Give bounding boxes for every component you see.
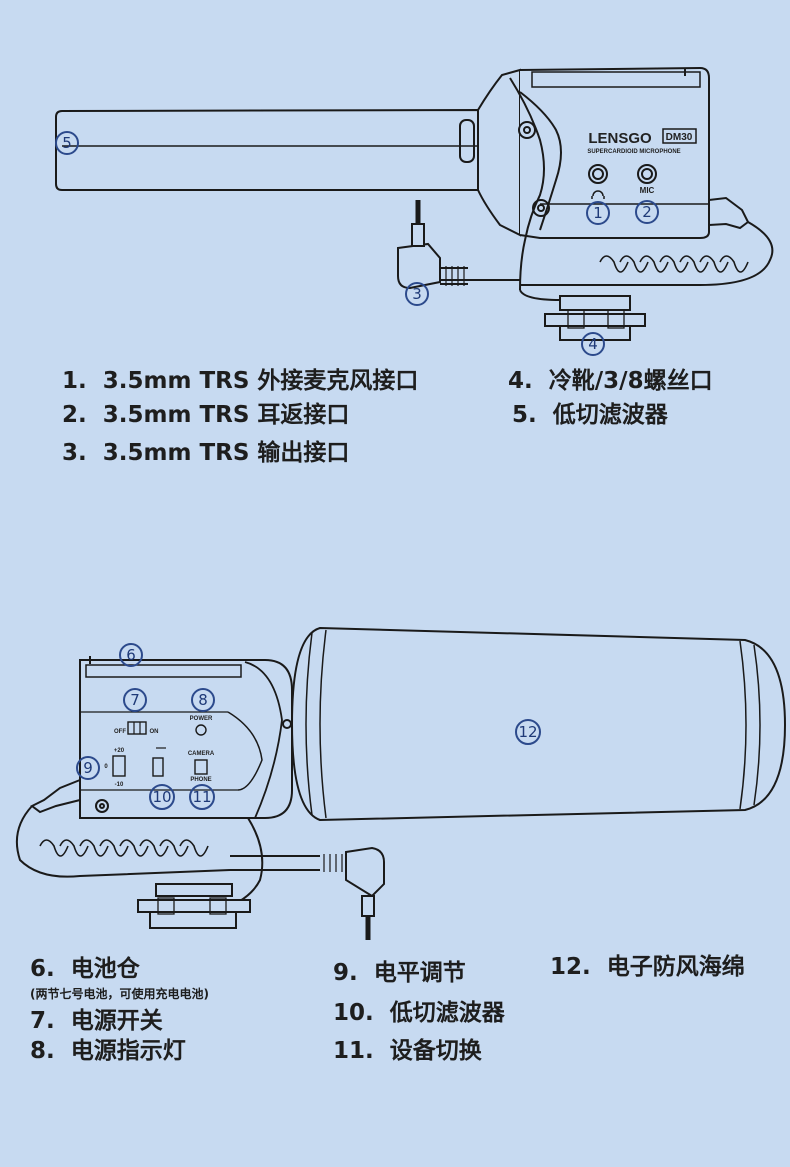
svg-text:12: 12: [518, 723, 537, 741]
legend-num: 12.: [550, 954, 591, 980]
callout-2: 2: [635, 200, 659, 224]
legend-item-3: 3. 3.5mm TRS 输出接口: [62, 442, 349, 465]
gain-high-label: +20: [114, 748, 125, 754]
callout-4: 4: [581, 332, 605, 356]
side-view-microphone: [16, 626, 787, 940]
callout-1: 1: [586, 201, 610, 225]
callout-11: 11: [189, 784, 215, 810]
svg-text:10: 10: [152, 788, 171, 806]
gain-low-label: -10: [115, 782, 124, 788]
callout-6: 6: [119, 643, 143, 667]
legend-num: 7.: [30, 1008, 55, 1034]
svg-text:1: 1: [593, 204, 603, 222]
legend-text: 低切滤波器: [552, 402, 668, 428]
callout-8: 8: [191, 688, 215, 712]
legend-text: 电池仓: [70, 956, 140, 982]
legend-item-7: 7. 电源开关: [30, 1010, 163, 1033]
legend-num: 8.: [30, 1038, 55, 1064]
legend-text: 电平调节: [373, 960, 466, 986]
svg-text:5: 5: [62, 134, 72, 152]
callout-9: 9: [76, 756, 100, 780]
model-label-top: DM30: [666, 132, 693, 143]
legend-item-4: 4. 冷靴/3/8螺丝口: [508, 370, 713, 393]
legend-item-6: 6. 电池仓: [30, 958, 140, 981]
legend-num: 1.: [62, 368, 87, 394]
svg-text:6: 6: [126, 646, 136, 664]
legend-item-5: 5. 低切滤波器: [512, 404, 668, 427]
off-label: OFF: [114, 729, 126, 735]
callout-5: 5: [55, 131, 79, 155]
svg-text:2: 2: [642, 203, 652, 221]
svg-text:9: 9: [83, 759, 93, 777]
legend-text: 冷靴/3/8螺丝口: [548, 368, 713, 394]
legend-text: 电源指示灯: [70, 1038, 186, 1064]
legend-num: 2.: [62, 402, 87, 428]
legend-text: 3.5mm TRS 耳返接口: [102, 402, 350, 428]
legend-num: 6.: [30, 956, 55, 982]
legend-item-10: 10. 低切滤波器: [333, 1002, 505, 1025]
legend-item-9: 9. 电平调节: [333, 962, 466, 985]
legend-num: 3.: [62, 440, 87, 466]
legend-item-2: 2. 3.5mm TRS 耳返接口: [62, 404, 349, 427]
subtitle-label-top: SUPERCARDIOID MICROPHONE: [587, 149, 680, 155]
legend-text: 3.5mm TRS 输出接口: [102, 440, 350, 466]
svg-text:11: 11: [192, 788, 211, 806]
svg-text:7: 7: [130, 691, 140, 709]
legend-num: 11.: [333, 1038, 374, 1064]
legend-num: 4.: [508, 368, 533, 394]
svg-text:4: 4: [588, 335, 598, 353]
power-label: POWER: [190, 716, 213, 722]
callout-3: 3: [405, 282, 429, 306]
legend-item-8: 8. 电源指示灯: [30, 1040, 186, 1063]
camera-label: CAMERA: [188, 751, 215, 757]
legend-num: 10.: [333, 1000, 374, 1026]
legend-text: 设备切换: [389, 1038, 482, 1064]
phone-label: PHONE: [190, 777, 211, 783]
brand-logo-top: LENSGO: [588, 130, 652, 147]
legend-note-batteries: (两节七号电池，可使用充电电池): [30, 987, 209, 1001]
legend-text: 电子防风海绵: [606, 954, 745, 980]
legend-text: 低切滤波器: [389, 1000, 505, 1026]
legend-item-11: 11. 设备切换: [333, 1040, 482, 1063]
callout-10: 10: [149, 784, 175, 810]
legend-num: 5.: [512, 402, 537, 428]
svg-text:3: 3: [412, 285, 422, 303]
on-label: ON: [150, 729, 159, 735]
legend-text: 电源开关: [70, 1008, 163, 1034]
legend-text: 3.5mm TRS 外接麦克风接口: [102, 368, 419, 394]
mic-port-label: MIC: [640, 186, 655, 195]
legend-item-1: 1. 3.5mm TRS 外接麦克风接口: [62, 370, 418, 393]
model-badge-top: [662, 128, 697, 144]
callout-7: 7: [123, 688, 147, 712]
top-view-microphone: [55, 66, 774, 341]
callout-12: 12: [515, 719, 541, 745]
gain-mid-label: 0: [104, 764, 108, 770]
legend-num: 9.: [333, 960, 358, 986]
headphones-icon: [591, 190, 605, 199]
legend-item-12: 12. 电子防风海绵: [550, 956, 745, 979]
svg-text:8: 8: [198, 691, 208, 709]
